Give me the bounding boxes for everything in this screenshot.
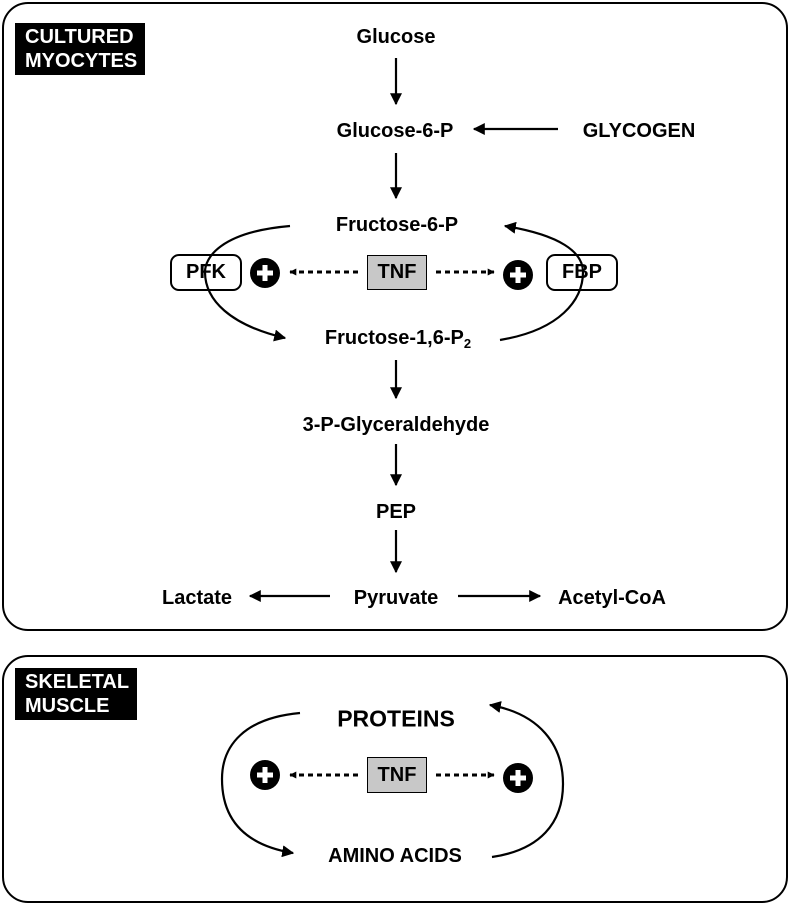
node-glucose-6-p: Glucose-6-P bbox=[336, 120, 454, 142]
cultured-myocytes-panel bbox=[2, 2, 788, 631]
tnf-regulator-bottom: TNF bbox=[367, 757, 427, 793]
plus-icon-proteolysis bbox=[250, 760, 280, 790]
arrow-synthesis-cycle bbox=[488, 701, 565, 859]
node-proteins: PROTEINS bbox=[337, 705, 455, 732]
plus-icon-pfk bbox=[250, 258, 280, 288]
arrow-proteolysis-cycle bbox=[220, 711, 301, 858]
node-3-p-glyceraldehyde: 3-P-Glyceraldehyde bbox=[302, 414, 490, 436]
tnf-regulator-top: TNF bbox=[367, 255, 427, 290]
node-glucose: Glucose bbox=[356, 26, 436, 48]
skeletal-muscle-label: SKELETAL MUSCLE bbox=[15, 668, 138, 720]
plus-icon-synthesis bbox=[503, 763, 533, 793]
plus-icon-fbp bbox=[503, 260, 533, 290]
arrow-pfk-cycle bbox=[203, 224, 291, 342]
node-acetyl-coa: Acetyl-CoA bbox=[558, 587, 666, 609]
arrow-fbp-cycle bbox=[499, 221, 585, 342]
node-amino-acids: AMINO ACIDS bbox=[328, 845, 462, 867]
cultured-myocytes-label: CULTURED MYOCYTES bbox=[15, 23, 146, 75]
node-glycogen: GLYCOGEN bbox=[582, 120, 696, 142]
node-pyruvate: Pyruvate bbox=[353, 587, 439, 609]
fructose-1-6-p2-subscript: 2 bbox=[463, 336, 472, 351]
node-fructose-6-p: Fructose-6-P bbox=[335, 214, 459, 236]
node-fructose-1-6-p2: Fructose-1,6-P2 bbox=[325, 328, 471, 350]
node-pep: PEP bbox=[375, 501, 417, 523]
node-lactate: Lactate bbox=[161, 587, 233, 609]
fructose-1-6-p2-text: Fructose-1,6-P bbox=[324, 327, 464, 349]
